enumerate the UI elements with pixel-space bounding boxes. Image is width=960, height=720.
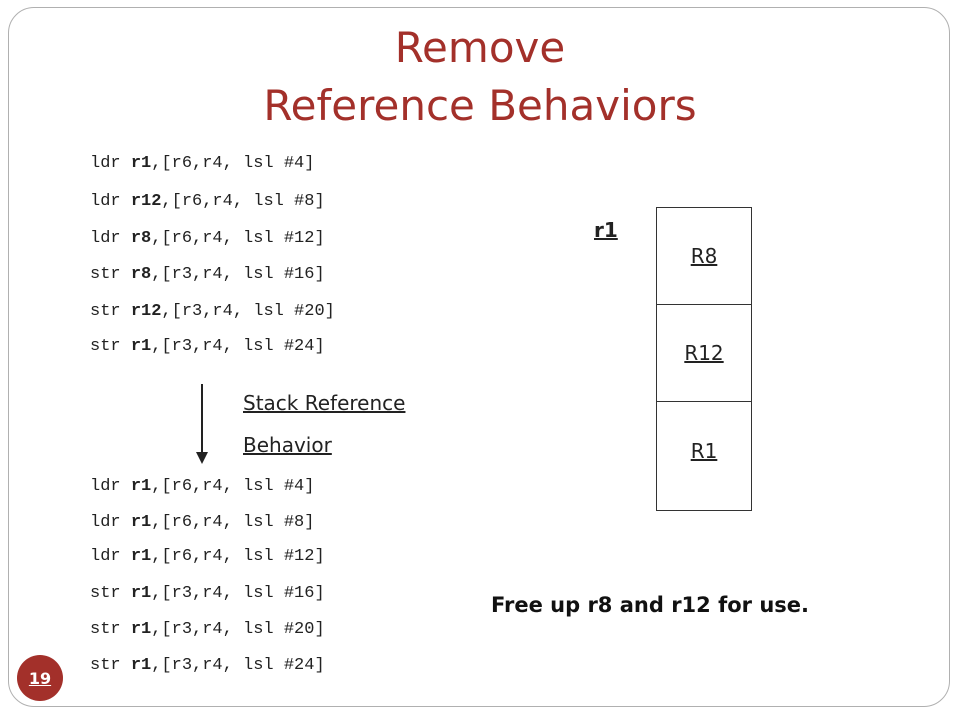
- stack-cell: R1: [690, 439, 718, 463]
- register: r1: [130, 620, 152, 639]
- code-line: str r1,[r3,r4, lsl #20]: [90, 620, 325, 639]
- code-line: ldr r12,[r6,r4, lsl #8]: [90, 192, 325, 211]
- code-line: str r1,[r3,r4, lsl #24]: [90, 656, 325, 675]
- page-number: 19: [28, 668, 52, 688]
- code-line: str r1,[r3,r4, lsl #16]: [90, 584, 325, 603]
- stack-diagram: R8 R12 R1: [656, 207, 752, 511]
- code-line: str r12,[r3,r4, lsl #20]: [90, 302, 335, 321]
- register: r1: [130, 154, 152, 173]
- stack-pointer-label: r1: [594, 218, 618, 242]
- page-number-badge: 19: [17, 655, 63, 701]
- register: r1: [130, 656, 152, 675]
- note-text: Free up r8 and r12 for use.: [491, 593, 809, 617]
- arrow-label-line1: Stack Reference: [243, 391, 406, 415]
- register: r8: [130, 229, 152, 248]
- code-line: ldr r8,[r6,r4, lsl #12]: [90, 229, 325, 248]
- stack-cell: R8: [657, 208, 751, 305]
- code-line: ldr r1,[r6,r4, lsl #4]: [90, 154, 315, 173]
- arrow-label-line2: Behavior: [243, 433, 332, 457]
- register: r1: [130, 584, 152, 603]
- arrow-head-icon: [196, 452, 208, 464]
- slide-frame: [8, 7, 950, 707]
- register: r1: [130, 477, 152, 496]
- register: r1: [130, 337, 152, 356]
- register: r12: [130, 192, 162, 211]
- code-line: ldr r1,[r6,r4, lsl #12]: [90, 547, 325, 566]
- down-arrow-icon: [201, 384, 203, 452]
- register: r12: [130, 302, 162, 321]
- code-line: ldr r1,[r6,r4, lsl #4]: [90, 477, 315, 496]
- register: r8: [130, 265, 152, 284]
- slide-title-line1: Remove: [394, 23, 566, 72]
- register: r1: [130, 513, 152, 532]
- register: r1: [130, 547, 152, 566]
- code-line: ldr r1,[r6,r4, lsl #8]: [90, 513, 315, 532]
- code-line: str r8,[r3,r4, lsl #16]: [90, 265, 325, 284]
- code-line: str r1,[r3,r4, lsl #24]: [90, 337, 325, 356]
- stack-cell: R12: [657, 305, 751, 402]
- slide-title-line2: Reference Behaviors: [263, 81, 697, 130]
